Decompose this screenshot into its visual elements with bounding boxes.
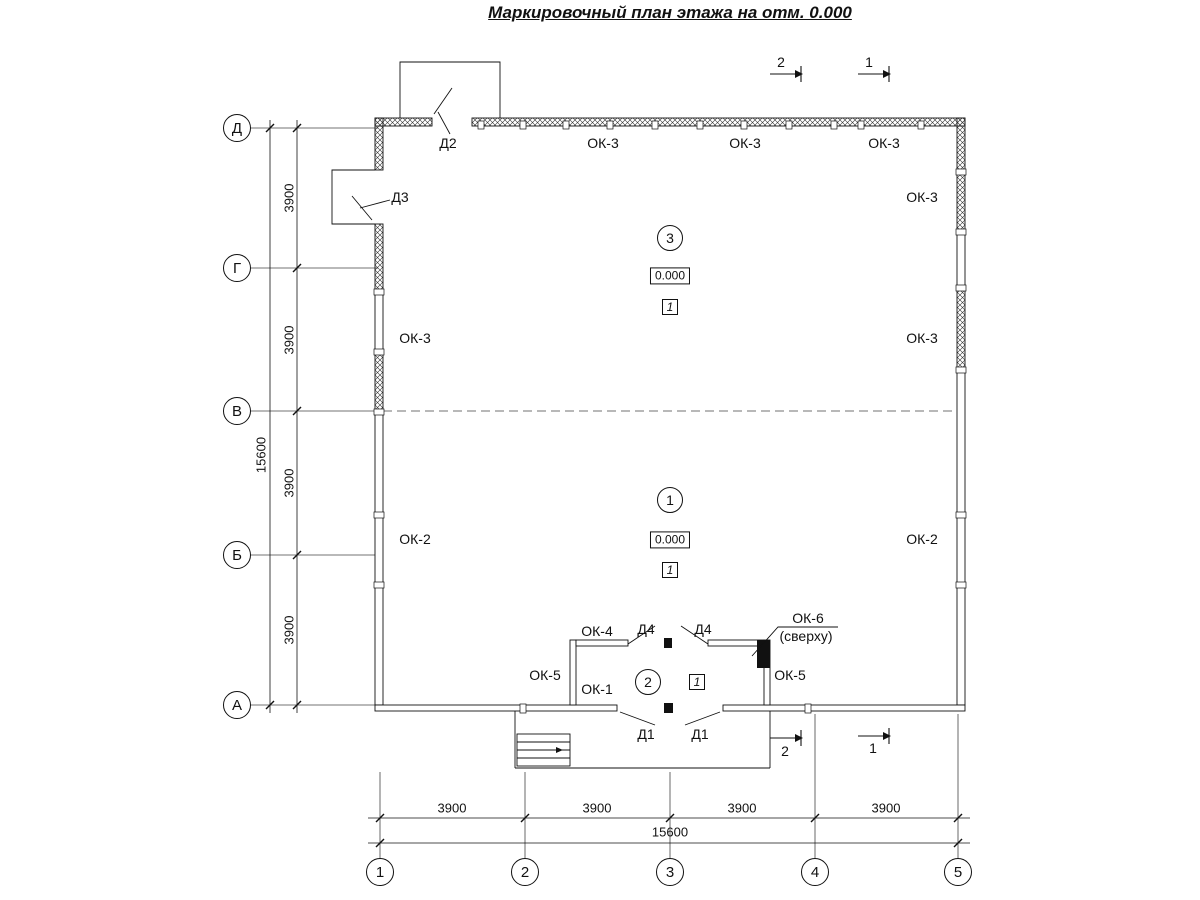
window-label-ok2: ОК-2: [906, 531, 938, 547]
vestibule-walls: [569, 625, 838, 726]
dim-horizontal-total: 15600: [651, 824, 689, 840]
door-label-d4: Д4: [694, 621, 712, 637]
window-label-ok3: ОК-3: [868, 135, 900, 151]
entrance-porches: [331, 61, 771, 769]
dimension-ticks: [265, 123, 963, 848]
window-jamb-ticks: [373, 120, 967, 714]
section-mark-1-bottom: 1: [869, 740, 877, 756]
door-label-d3: Д3: [391, 189, 409, 205]
dim-vertical-segment: 3900: [281, 183, 297, 213]
window-label-ok6-note: (сверху): [779, 628, 833, 644]
axis-col-4: 4: [801, 858, 829, 886]
section-mark-2-bottom: 2: [781, 743, 789, 759]
window-label-ok2: ОК-2: [399, 531, 431, 547]
section-marks: [770, 66, 891, 746]
window-label-ok3: ОК-3: [587, 135, 619, 151]
window-label-ok5: ОК-5: [774, 667, 806, 683]
door-label-d2: Д2: [439, 135, 457, 151]
room-number-1: 1: [657, 487, 683, 513]
window-label-ok3: ОК-3: [906, 189, 938, 205]
window-label-ok6: ОК-6: [792, 610, 824, 626]
axis-col-2: 2: [511, 858, 539, 886]
room-1-elevation: 0.000: [649, 531, 691, 549]
window-label-ok4: ОК-4: [581, 623, 613, 639]
window-label-ok3: ОК-3: [729, 135, 761, 151]
axis-row-v: В: [223, 397, 251, 425]
door-label-d1: Д1: [637, 726, 655, 742]
axis-col-5: 5: [944, 858, 972, 886]
axis-col-3: 3: [656, 858, 684, 886]
building-walls: [374, 117, 966, 713]
dim-horizontal-segment: 3900: [437, 800, 467, 816]
section-mark-2-top: 2: [777, 54, 785, 70]
axis-row-b: Б: [223, 541, 251, 569]
dim-vertical-segment: 3900: [281, 615, 297, 645]
door-label-d4: Д4: [637, 621, 655, 637]
dimension-lines: [269, 120, 970, 844]
window-label-ok5: ОК-5: [529, 667, 561, 683]
axis-row-g: Г: [223, 254, 251, 282]
door-label-d1: Д1: [691, 726, 709, 742]
dim-horizontal-segment: 3900: [727, 800, 757, 816]
dim-vertical-total: 15600: [253, 436, 269, 474]
room-3-finish-mark: 1: [662, 299, 678, 315]
dim-vertical-segment: 3900: [281, 468, 297, 498]
window-label-ok1: ОК-1: [581, 681, 613, 697]
window-label-ok3: ОК-3: [906, 330, 938, 346]
axis-lines: [251, 127, 959, 858]
dim-horizontal-segment: 3900: [871, 800, 901, 816]
axis-col-1: 1: [366, 858, 394, 886]
dim-horizontal-segment: 3900: [582, 800, 612, 816]
dim-vertical-segment: 3900: [281, 325, 297, 355]
axis-row-a: А: [223, 691, 251, 719]
room-number-3: 3: [657, 225, 683, 251]
room-number-2: 2: [635, 669, 661, 695]
room-3-elevation: 0.000: [649, 267, 691, 285]
section-mark-1-top: 1: [865, 54, 873, 70]
drawing-title: Маркировочный план этажа на отм. 0.000: [488, 3, 852, 22]
axis-row-d: Д: [223, 114, 251, 142]
room-1-finish-mark: 1: [662, 562, 678, 578]
room-2-finish-mark: 1: [689, 674, 705, 690]
window-label-ok3: ОК-3: [399, 330, 431, 346]
